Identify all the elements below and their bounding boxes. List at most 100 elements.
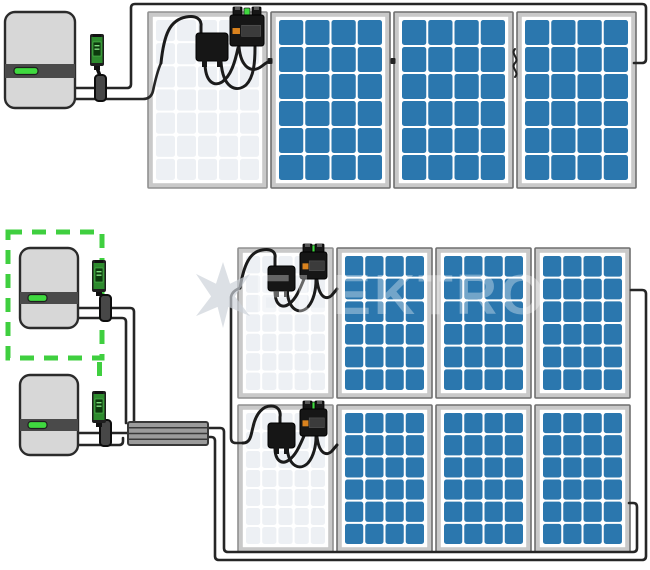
dc-optimizer <box>267 265 296 292</box>
solar-cell <box>345 369 364 390</box>
solar-cell <box>484 523 503 544</box>
solar-cell <box>365 435 384 456</box>
connector-cap <box>317 401 322 404</box>
cell-junction-dot <box>360 319 368 327</box>
solar-cell <box>603 413 622 434</box>
solar-cell <box>563 435 582 456</box>
solar-cell <box>484 457 503 478</box>
cell-junction-dot <box>401 453 409 460</box>
solar-cell <box>583 324 602 345</box>
cell-junction-dot <box>459 453 467 460</box>
solar-cell <box>583 278 602 300</box>
solar-cell <box>563 256 582 277</box>
solar-cell <box>262 353 277 371</box>
dongle-label-line <box>96 405 102 407</box>
solar-cell <box>385 479 404 500</box>
dongle-label-line <box>96 274 102 276</box>
solar-cell <box>543 479 562 500</box>
solar-cell <box>385 413 404 434</box>
solar-cell <box>405 523 424 544</box>
solar-cell <box>365 278 384 300</box>
solar-cell <box>484 479 503 500</box>
solar-cell <box>525 47 550 72</box>
solar-cell <box>543 369 562 390</box>
solar-cell <box>543 301 562 322</box>
solar-cell <box>405 413 424 434</box>
solar-cell <box>310 470 325 487</box>
solar-cell <box>551 74 576 99</box>
solar-cell <box>484 301 503 322</box>
cell-junction-dot <box>500 453 508 460</box>
inverter-status-led <box>13 66 39 76</box>
cell-junction-dot <box>558 274 566 281</box>
solar-cell <box>331 101 356 126</box>
solar-cell <box>577 128 602 153</box>
solar-cell <box>156 43 175 65</box>
solar-cell <box>444 501 463 522</box>
optimizer-cable-stub <box>284 289 289 297</box>
solar-cell <box>444 346 463 368</box>
solar-cell <box>262 508 277 525</box>
solar-cell <box>385 301 404 322</box>
solar-cell <box>262 470 277 487</box>
cell-junction-dot <box>450 150 457 158</box>
solar-cell <box>563 413 582 434</box>
solar-cell <box>156 66 175 88</box>
cell-junction-dot <box>500 342 508 349</box>
solar-cell <box>279 47 304 72</box>
dongle-top-cap <box>95 260 103 263</box>
solar-cell <box>198 158 217 180</box>
solar-cell <box>603 155 628 180</box>
cell-junction-dot <box>480 365 487 372</box>
microinverter-label-dark <box>308 260 325 271</box>
solar-cell <box>504 324 523 345</box>
cell-junction-dot <box>579 365 586 372</box>
solar-cell <box>177 20 196 42</box>
solar-cell <box>246 275 261 293</box>
solar-cell <box>543 278 562 300</box>
cell-junction-dot <box>480 342 487 349</box>
dongle-connector-nub <box>96 422 102 427</box>
cell-junction-dot <box>327 150 334 158</box>
cell-junction-dot <box>599 365 607 372</box>
solar-cell <box>246 333 261 352</box>
solar-cell <box>198 89 217 111</box>
connector-cap <box>305 244 310 247</box>
microinverter-label-orange <box>302 420 309 427</box>
cell-junction-dot <box>558 342 566 349</box>
solar-cell <box>444 479 463 500</box>
solar-cell <box>577 20 602 45</box>
microinverter-label-dark <box>308 417 325 428</box>
solar-cell <box>504 256 523 277</box>
solar-cell <box>444 457 463 478</box>
cell-junction-dot <box>459 430 467 438</box>
solar-cell <box>484 413 503 434</box>
wire-inverter1-to-panel1 <box>73 61 163 101</box>
cell-junction-dot <box>558 497 566 504</box>
solar-cell <box>444 435 463 456</box>
cell-junction-dot <box>459 297 467 304</box>
solar-cell <box>603 435 622 456</box>
solar-cell <box>583 256 602 277</box>
solar-cell <box>402 155 427 180</box>
solar-cell <box>454 101 479 126</box>
solar-cell <box>177 158 196 180</box>
solar-cell <box>444 256 463 277</box>
cell-junction-dot <box>300 123 308 131</box>
solar-cell <box>402 74 427 99</box>
solar-cell <box>428 20 453 45</box>
solar-cell <box>563 523 582 544</box>
antenna-plug <box>94 74 107 102</box>
solar-cell <box>279 74 304 99</box>
solar-cell <box>504 435 523 456</box>
cell-junction-dot <box>381 365 388 372</box>
solar-cell <box>278 527 293 544</box>
solar-cell <box>480 20 505 45</box>
solar-cell <box>246 314 261 332</box>
solar-cell <box>240 158 259 180</box>
cell-junction-dot <box>480 453 487 460</box>
solar-cell <box>262 294 277 313</box>
microinverter-label-orange <box>302 263 309 270</box>
solar-cell <box>504 346 523 368</box>
